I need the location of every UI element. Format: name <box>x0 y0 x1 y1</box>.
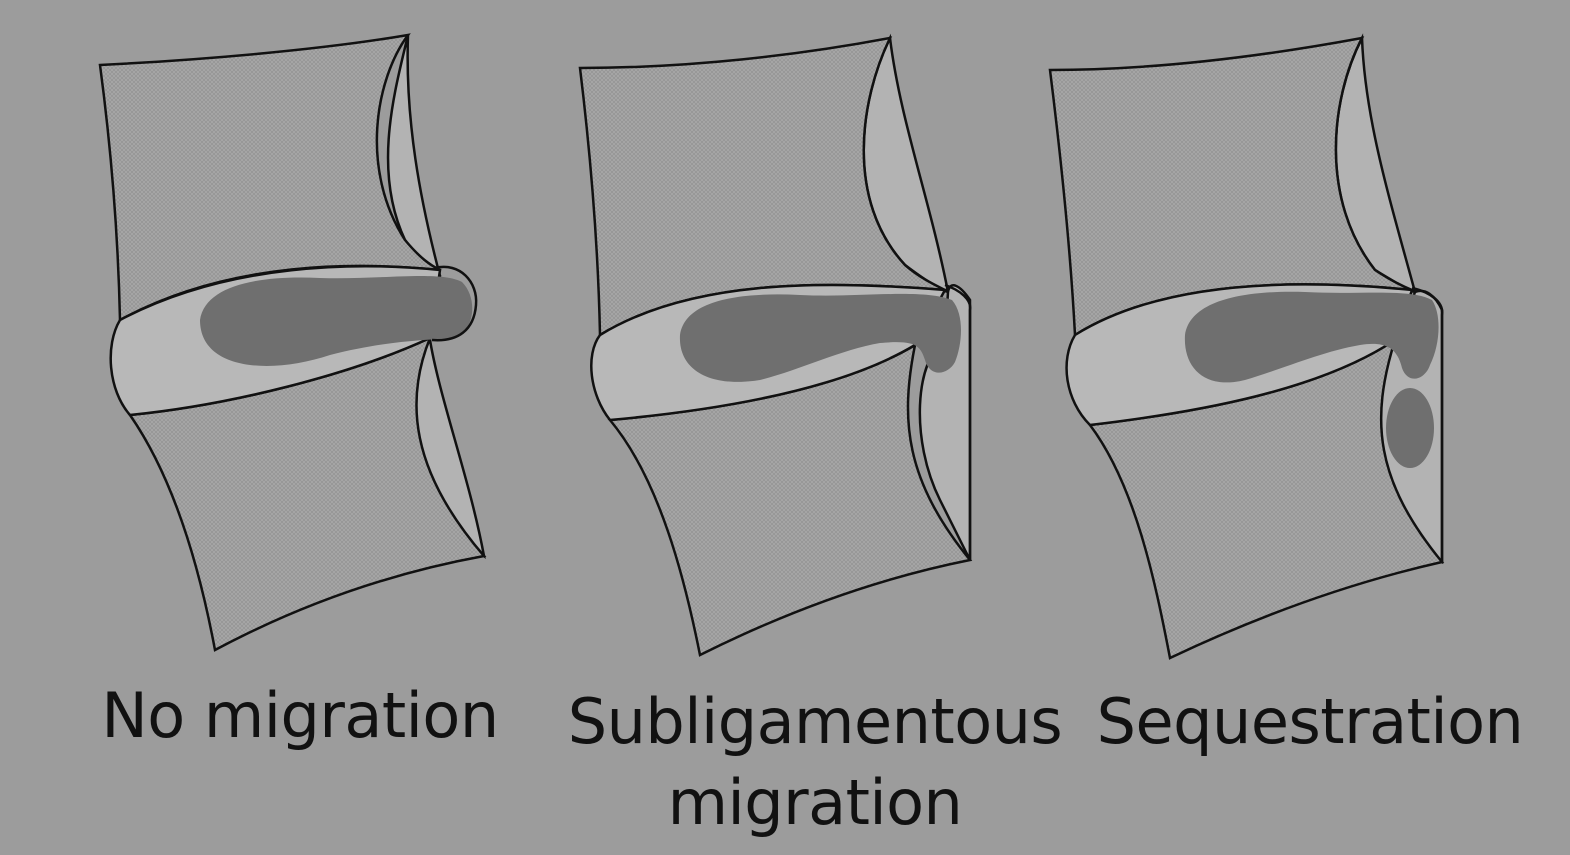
label-subligamentous-migration-text: Subligamentous migration <box>568 685 1062 839</box>
label-subligamentous-migration: Subligamentous migration <box>560 682 1070 843</box>
panel-sequestration <box>1050 38 1442 658</box>
spine-diagrams <box>0 0 1570 680</box>
label-no-migration: No migration <box>95 676 505 757</box>
sequestered-fragment <box>1386 388 1434 468</box>
panel-no-migration <box>100 35 484 650</box>
panel-subligamentous-migration <box>580 38 970 655</box>
label-sequestration: Sequestration <box>1090 682 1530 763</box>
